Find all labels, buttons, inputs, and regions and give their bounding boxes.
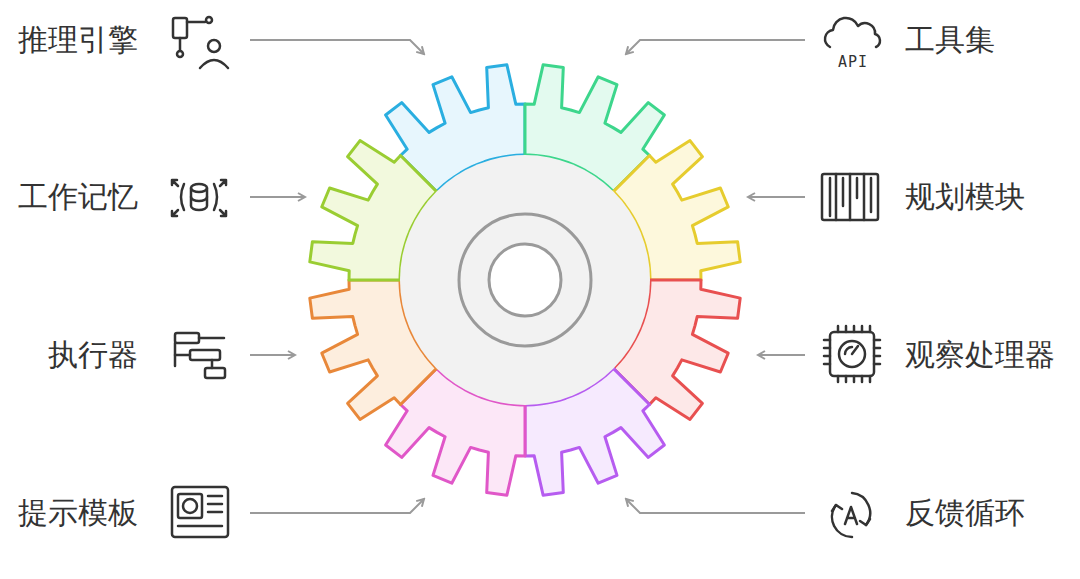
component-label: 反馈循环 [905,495,1025,531]
component-label: 规划模块 [905,179,1025,215]
component-label: 观察处理器 [905,337,1055,373]
leader-lines [250,40,805,513]
gear [310,65,740,495]
gear-hub [400,155,650,405]
hub-ring [459,214,591,346]
component-label: 工作记忆 [18,179,138,215]
component-label: 推理引擎 [18,22,138,58]
icons [172,17,880,537]
component-label: 工具集 [905,22,995,58]
component-label: 提示模板 [18,495,138,531]
hub-hole [489,244,561,316]
icon-text: API [838,54,868,70]
component-label: 执行器 [48,337,138,373]
